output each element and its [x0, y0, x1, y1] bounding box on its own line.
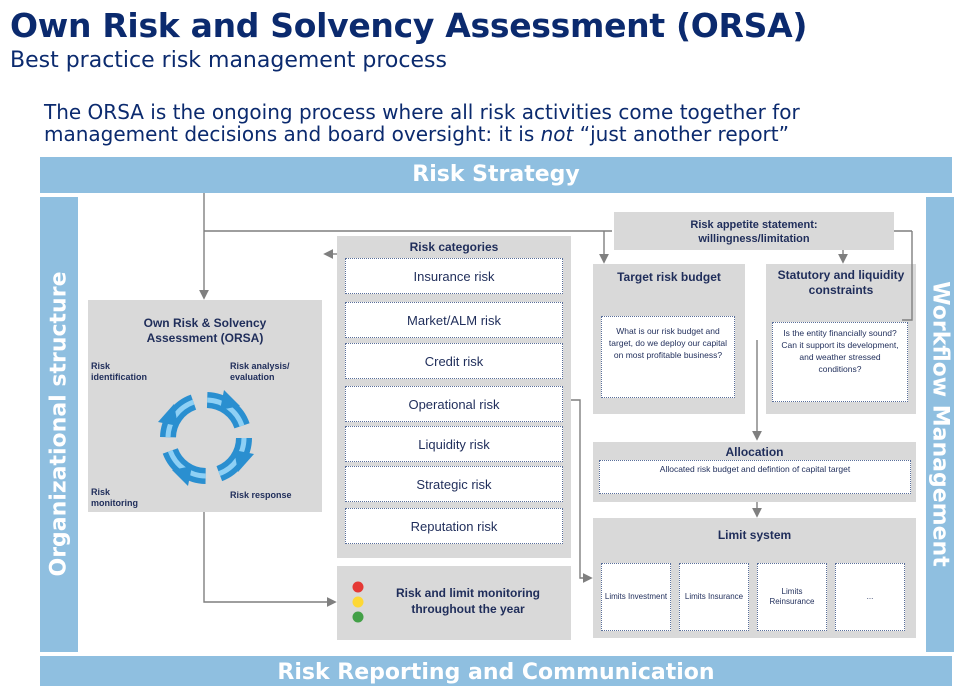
intro-emphasis: not	[540, 122, 574, 146]
risk-category-market-alm: Market/ALM risk	[345, 302, 563, 338]
stage-identification: Risk identification	[91, 361, 147, 382]
stage-monitoring: Risk monitoring	[91, 487, 138, 508]
limit-investment: Limits Investment	[601, 563, 671, 631]
line-operational-to-monitor	[571, 399, 593, 583]
risk-cycle-icon	[158, 390, 254, 486]
workflow-management-band: Workflow Management	[926, 197, 954, 652]
target-risk-budget-text: What is our risk budget and target, do w…	[601, 316, 735, 398]
organizational-structure-band: Organizational structure	[40, 197, 78, 652]
risk-category-liquidity: Liquidity risk	[345, 426, 563, 462]
cycle-arrowhead-bottom	[172, 466, 192, 486]
intro-line-2: management decisions and board oversight…	[44, 122, 789, 146]
intro-line-2-post: “just another report”	[573, 122, 789, 146]
traffic-light-green	[352, 611, 364, 623]
risk-category-credit: Credit risk	[345, 343, 563, 379]
limit-system-title: Limit system	[717, 528, 792, 542]
risk-appetite-box: Risk appetite statement: willingness/lim…	[614, 212, 894, 250]
risk-category-reputation: Reputation risk	[345, 508, 563, 544]
risk-appetite-label: Risk appetite statement: willingness/lim…	[690, 219, 818, 245]
traffic-light-red	[352, 581, 364, 593]
allocation-text: Allocated risk budget and defintion of c…	[599, 460, 911, 494]
line-orsa-to-monitor	[203, 512, 337, 607]
cycle-arrowhead-right	[234, 450, 254, 472]
risk-reporting-band: Risk Reporting and Communication	[40, 656, 952, 686]
traffic-light-yellow	[352, 596, 364, 608]
limit-more: ...	[835, 563, 905, 631]
limit-insurance: Limits Insurance	[679, 563, 749, 631]
orsa-title: Own Risk & Solvency Assessment (ORSA)	[143, 316, 267, 345]
traffic-light-icon	[352, 581, 364, 623]
allocation-title: Allocation	[725, 445, 784, 459]
allocation-box: Allocation Allocated risk budget and def…	[593, 442, 916, 502]
statutory-constraints-title: Statutory and liquidity constraints	[777, 268, 905, 297]
statutory-constraints-box: Statutory and liquidity constraints Is t…	[766, 264, 916, 414]
risk-category-strategic: Strategic risk	[345, 466, 563, 502]
stage-response: Risk response	[230, 490, 292, 500]
page-title: Own Risk and Solvency Assessment (ORSA)	[10, 6, 808, 45]
risk-category-operational: Operational risk	[345, 386, 563, 422]
cycle-arrowhead-left	[158, 404, 178, 426]
cycle-ring-highlight	[165, 397, 247, 479]
stage-analysis: Risk analysis/ evaluation	[230, 361, 290, 382]
risk-strategy-band: Risk Strategy	[40, 157, 952, 193]
statutory-constraints-text: Is the entity financially sound? Can it …	[772, 322, 908, 402]
intro-line-2-pre: management decisions and board oversight…	[44, 122, 541, 146]
risk-categories-title: Risk categories	[409, 240, 499, 254]
risk-limit-monitoring-box: Risk and limit monitoring throughout the…	[337, 566, 571, 640]
risk-limit-monitoring-label: Risk and limit monitoring throughout the…	[395, 586, 540, 616]
risk-category-insurance: Insurance risk	[345, 258, 563, 294]
target-risk-budget-title: Target risk budget	[617, 270, 721, 284]
limit-reinsurance: Limits Reinsurance	[757, 563, 827, 631]
line-right-feedback	[894, 230, 913, 321]
intro-line-1: The ORSA is the ongoing process where al…	[44, 100, 800, 124]
page-subtitle: Best practice risk management process	[10, 48, 447, 73]
target-risk-budget-box: Target risk budget What is our risk budg…	[593, 264, 745, 414]
cycle-arrowhead-top	[220, 390, 240, 410]
orsa-box: Own Risk & Solvency Assessment (ORSA) Ri…	[88, 300, 322, 512]
